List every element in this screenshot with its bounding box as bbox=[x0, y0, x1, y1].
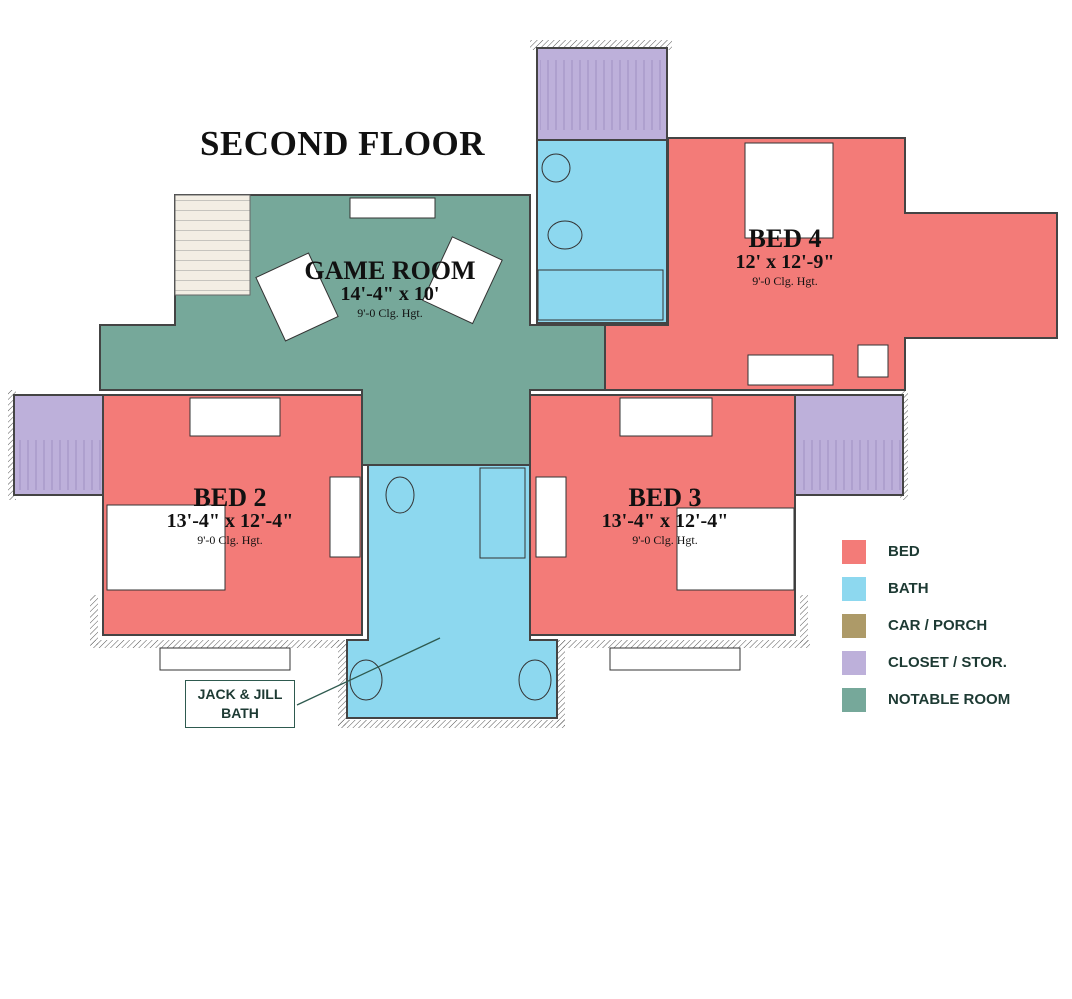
jack-jill-callout: JACK & JILL BATH bbox=[185, 680, 295, 728]
legend-swatch bbox=[842, 576, 866, 601]
room-name: BED 2 bbox=[193, 483, 267, 512]
furniture bbox=[106, 142, 889, 701]
bed4-label: BED 4 12' x 12'-9" 9'-0 Clg. Hgt. bbox=[710, 224, 860, 288]
bed4-area bbox=[604, 137, 1058, 391]
legend-item-bath: BATH bbox=[842, 570, 1010, 607]
room-name: BED 3 bbox=[628, 483, 702, 512]
callout-line1: JACK & JILL bbox=[197, 686, 283, 702]
callout-arrow bbox=[296, 637, 441, 706]
legend-label: CLOSET / STOR. bbox=[888, 654, 1007, 671]
legend-item-closet: CLOSET / STOR. bbox=[842, 644, 1010, 681]
bed2-label: BED 2 13'-4" x 12'-4" 9'-0 Clg. Hgt. bbox=[145, 483, 315, 547]
legend-swatch bbox=[842, 613, 866, 638]
game-room-label: GAME ROOM 14'-4" x 10' 9'-0 Clg. Hgt. bbox=[285, 256, 495, 320]
legend-label: BATH bbox=[888, 580, 929, 597]
room-ceiling: 9'-0 Clg. Hgt. bbox=[357, 306, 423, 320]
legend-swatch bbox=[842, 539, 866, 564]
legend-item-notable-room: NOTABLE ROOM bbox=[842, 681, 1010, 718]
legend-label: CAR / PORCH bbox=[888, 617, 988, 634]
room-name: BED 4 bbox=[748, 224, 822, 253]
room-ceiling: 9'-0 Clg. Hgt. bbox=[632, 533, 698, 547]
staircase bbox=[174, 194, 251, 296]
page-title: SECOND FLOOR bbox=[200, 124, 486, 163]
room-dims: 13'-4" x 12'-4" bbox=[166, 510, 294, 532]
legend-label: BED bbox=[888, 543, 920, 560]
room-ceiling: 9'-0 Clg. Hgt. bbox=[752, 274, 818, 288]
room-dims: 14'-4" x 10' bbox=[340, 283, 440, 305]
room-name: GAME ROOM bbox=[304, 256, 476, 285]
bed3-label: BED 3 13'-4" x 12'-4" 9'-0 Clg. Hgt. bbox=[580, 483, 750, 547]
legend-item-bed: BED bbox=[842, 533, 1010, 570]
room-dims: 12' x 12'-9" bbox=[735, 251, 835, 273]
legend: BED BATH CAR / PORCH CLOSET / STOR. NOTA… bbox=[842, 533, 1010, 718]
legend-swatch bbox=[842, 650, 866, 675]
legend-label: NOTABLE ROOM bbox=[888, 691, 1011, 708]
room-ceiling: 9'-0 Clg. Hgt. bbox=[197, 533, 263, 547]
legend-swatch bbox=[842, 687, 866, 712]
callout-line2: BATH bbox=[221, 705, 259, 721]
room-dims: 13'-4" x 12'-4" bbox=[601, 510, 729, 532]
legend-item-car-porch: CAR / PORCH bbox=[842, 607, 1010, 644]
